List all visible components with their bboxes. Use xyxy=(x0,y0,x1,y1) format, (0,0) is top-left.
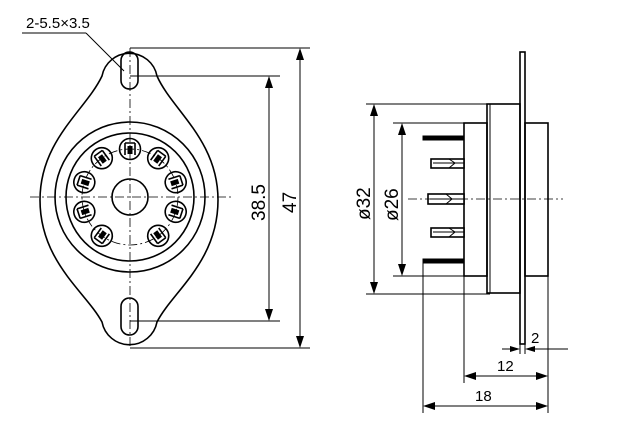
front-view xyxy=(30,48,232,347)
inner-step xyxy=(463,122,488,277)
socket-contact xyxy=(90,146,114,170)
socket-contact xyxy=(73,200,96,224)
socket-contact xyxy=(164,200,187,224)
dimension-diameter-32-label: ø32 xyxy=(354,187,375,220)
mounting-slot-bottom xyxy=(120,297,139,336)
dimension-18: 18 xyxy=(422,263,549,413)
dimension-diameter-26: ø26 xyxy=(382,122,464,277)
dimension-diameter-26-label: ø26 xyxy=(382,188,403,221)
flange-outline xyxy=(39,52,219,346)
dimension-2: 2 xyxy=(502,293,568,354)
mounting-hole-callout: 2-5.5×3.5 xyxy=(22,15,125,72)
side-pins xyxy=(422,135,465,264)
rear-boss xyxy=(524,122,549,277)
dimension-12: 12 xyxy=(463,276,549,383)
dimension-47: 47 xyxy=(130,47,310,349)
dimension-12-label: 12 xyxy=(497,358,514,375)
socket-contact xyxy=(118,137,142,161)
socket-contact xyxy=(73,170,96,194)
dimension-38-5-label: 38.5 xyxy=(249,184,270,221)
socket-contact xyxy=(164,170,187,194)
dimension-2-label: 2 xyxy=(531,330,539,347)
pin-group xyxy=(73,137,187,248)
side-view xyxy=(408,51,563,345)
dimension-38-5: 38.5 xyxy=(130,75,280,322)
socket-contact xyxy=(146,224,170,248)
mounting-slot-top xyxy=(120,51,139,90)
dimension-18-label: 18 xyxy=(475,388,492,405)
mounting-hole-label: 2-5.5×3.5 xyxy=(26,15,90,32)
socket-contact xyxy=(146,146,170,170)
socket-contact xyxy=(90,224,114,248)
dimension-diameter-32: ø32 xyxy=(354,103,490,295)
dimension-47-label: 47 xyxy=(280,192,301,213)
socket-body xyxy=(486,103,521,294)
